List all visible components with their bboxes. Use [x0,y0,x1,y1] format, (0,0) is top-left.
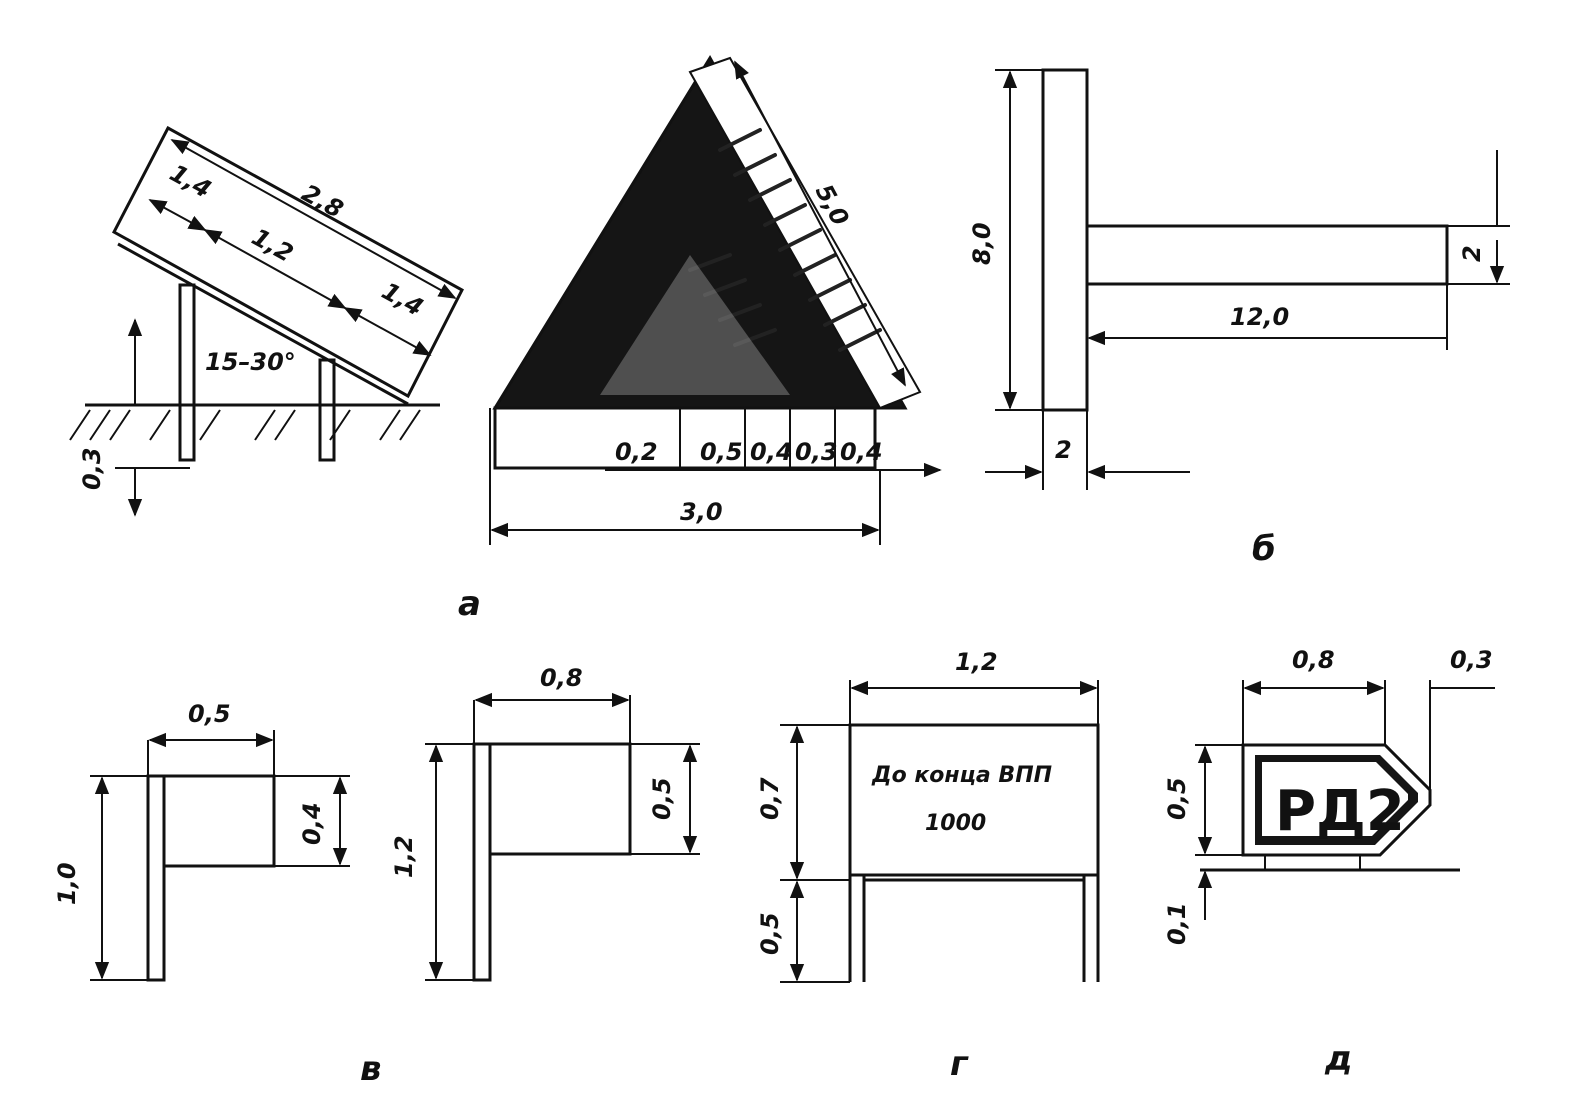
post-right [318,358,336,462]
triangle-base-label: 3,0 [680,498,723,526]
triangle-base [493,406,877,470]
band-width-3: 0,4 [750,438,793,466]
taxiway-sign-group: РД2 0,8 0,3 0,5 0,1 д [1163,646,1495,1079]
taxiway-height-label: 0,5 [1163,777,1191,820]
ground-hatch [69,409,421,441]
flag1-post [146,774,166,982]
taxiway-width-label: 0,8 [1292,646,1335,674]
distance-width-label: 1,2 [955,648,998,676]
flag1-panel [162,774,276,868]
flag1-height-label: 1,0 [53,862,81,905]
band-width-4: 0,3 [795,438,838,466]
sloped-panel-edge [117,242,409,406]
flag2-width-label: 0,8 [540,664,583,692]
t-vertical-label: 8,0 [968,222,996,265]
dim-left-label: 1,4 [165,159,216,204]
taxiway-clearance-label: 0,1 [1163,902,1191,945]
flag1-width-label: 0,5 [188,700,231,728]
post-left [178,283,196,462]
distance-text-line2: 1000 [925,811,986,836]
caption-g: г [950,1044,969,1084]
distance-panel [848,723,1100,877]
distance-text-line1: До конца ВПП [871,763,1052,788]
angle-label: 15–30° [205,348,296,376]
flag-signs-group: 0,5 1,0 0,4 0,8 1,2 0,5 в [53,664,700,1089]
caption-d: д [1324,1039,1352,1079]
taxiway-sign-text: РД2 [1275,779,1405,844]
t-sign-group: 8,0 2 12,0 2 б [968,68,1510,569]
distance-sign-group: 1,2 0,7 0,5 До конца ВПП 1000 г [756,648,1100,1084]
caption-b: б [1252,529,1276,569]
distance-panel-height-label: 0,7 [756,777,784,820]
caption-v: в [360,1049,382,1089]
t-horizontal-bar [1085,224,1449,286]
dim-right-label: 1,4 [377,277,428,322]
sloped-sign-group: 2,8 1,4 1,2 1,4 15–30° 0,3 [69,125,464,517]
flag2-flag-label: 0,5 [648,777,676,820]
taxiway-sign-inner-white [1262,762,1408,836]
post-depth-label: 0,3 [78,447,106,490]
t-vertical-bar [1041,68,1089,412]
dim-middle-label: 1,2 [247,223,298,268]
taxiway-tip-label: 0,3 [1450,646,1493,674]
band-width-2: 0,5 [700,438,743,466]
t-horizontal-width-label: 2 [1458,245,1486,262]
flag1-flag-label: 0,4 [298,802,326,845]
flag2-panel [488,742,632,856]
band-width-5: 0,4 [840,438,883,466]
t-horizontal-label: 12,0 [1230,303,1289,331]
triangle-sign-group: 5,0 3,0 0,2 0,5 0,4 0,3 0,4 а [458,55,942,624]
t-vertical-width-label: 2 [1055,436,1072,464]
distance-leg-height-label: 0,5 [756,912,784,955]
flag2-height-label: 1,2 [390,835,418,878]
dim-total-label: 2,8 [297,179,348,224]
band-width-1: 0,2 [615,438,658,466]
caption-a: а [458,584,481,624]
flag2-post [472,742,492,982]
